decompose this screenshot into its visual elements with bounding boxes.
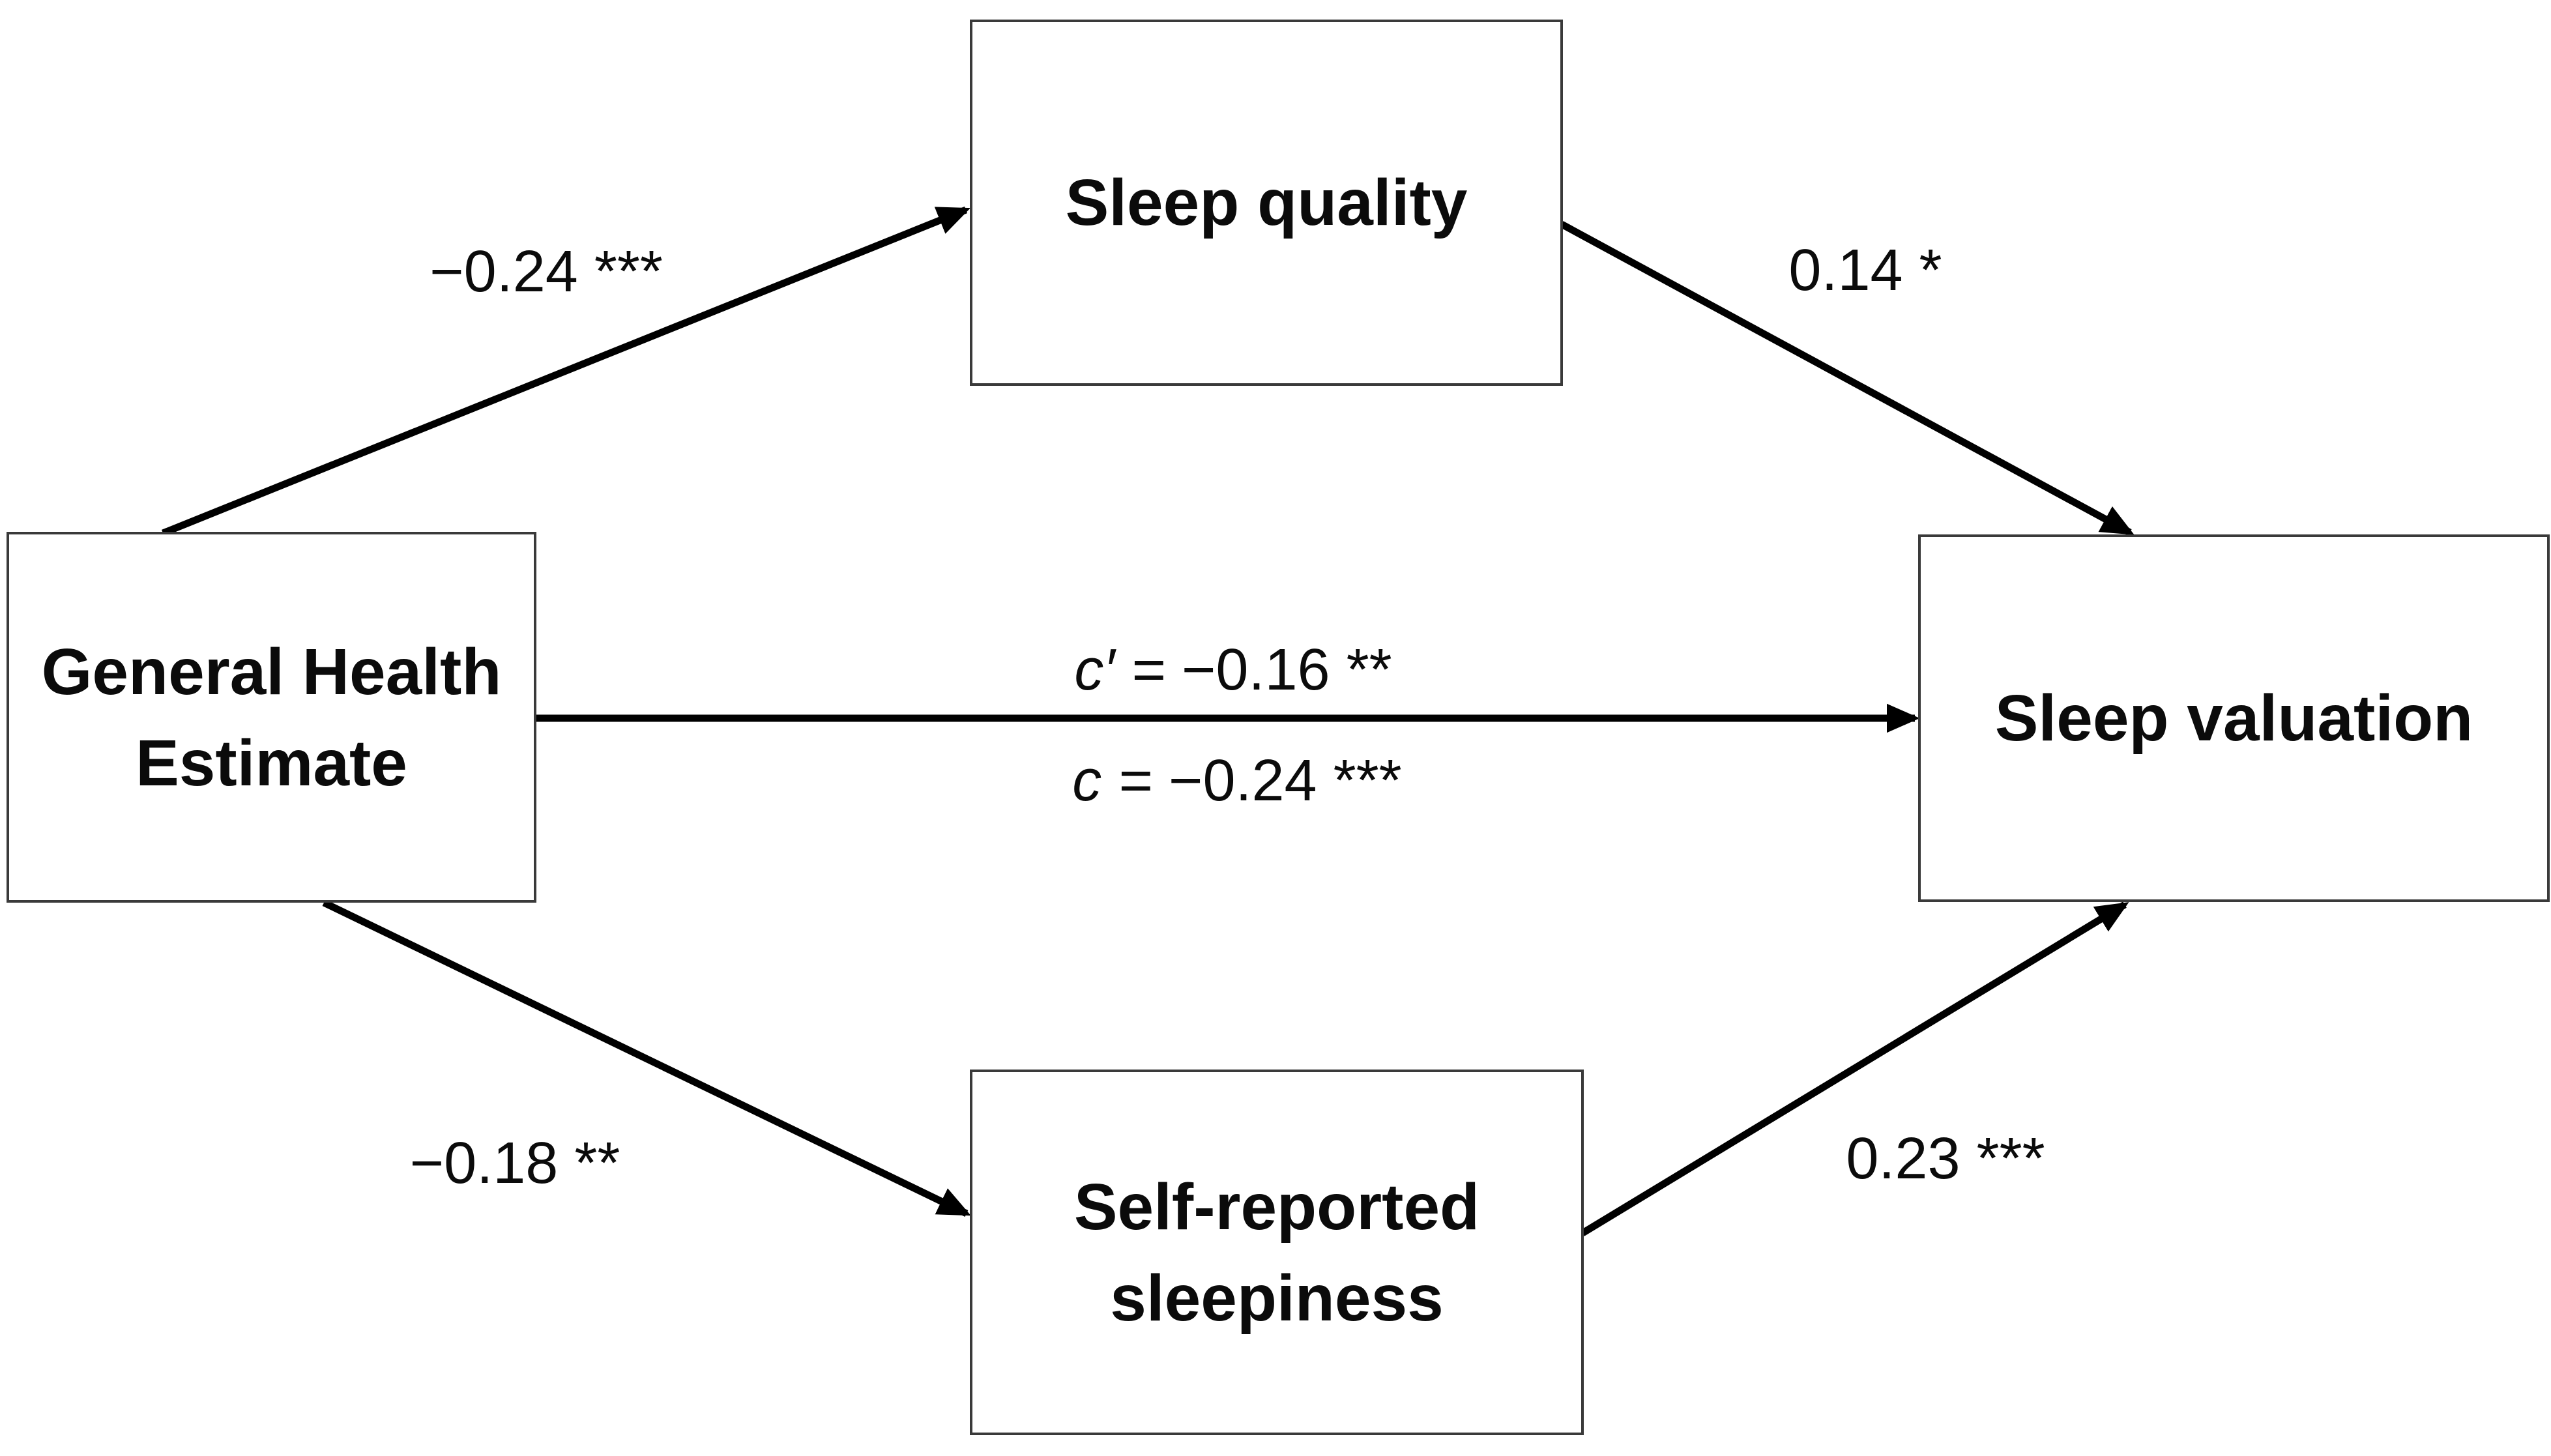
arrow-predictor-to-sleep-quality — [161, 206, 971, 537]
coefficient-sleepiness-to-sleep-valuation: 0.23 *** — [1846, 1126, 2045, 1191]
total-effect-value: −0.24 *** — [1152, 748, 1402, 813]
node-sleep-quality: Sleep quality — [970, 20, 1563, 386]
coefficient-total-effect: c = −0.24 *** — [1072, 748, 1401, 813]
node-sleep-valuation: Sleep valuation — [1918, 534, 2550, 902]
arrow-predictor-to-sleepiness — [322, 899, 971, 1217]
general-health-estimate-box — [7, 532, 536, 903]
arrow-sleepiness-to-sleep-valuation — [1581, 901, 2129, 1236]
self-reported-sleepiness-box — [970, 1070, 1584, 1435]
node-general-health-estimate: General Health Estimate — [7, 532, 536, 903]
arrow-sleep-quality-to-sleep-valuation — [1560, 221, 2135, 536]
coefficient-predictor-to-sleepiness: −0.18 ** — [410, 1131, 620, 1196]
sleep-quality-label: Sleep quality — [1065, 166, 1468, 239]
general-health-estimate-label: General Health Estimate — [41, 635, 502, 800]
direct-effect-symbol: c′ = — [1074, 637, 1165, 703]
self-reported-sleepiness-label: Self-reported sleepiness — [1073, 1170, 1480, 1335]
sleep-valuation-box — [1918, 534, 2550, 902]
sleep-quality-box — [970, 20, 1563, 386]
node-self-reported-sleepiness: Self-reported sleepiness — [970, 1070, 1584, 1435]
coefficient-sleep-quality-to-sleep-valuation: 0.14 * — [1788, 238, 1942, 303]
sleep-valuation-label: Sleep valuation — [1994, 682, 2473, 755]
total-effect-symbol: c = — [1072, 748, 1152, 813]
coefficient-direct-effect: c′ = −0.16 ** — [1074, 637, 1392, 703]
direct-effect-value: −0.16 ** — [1165, 637, 1392, 703]
coefficient-predictor-to-sleep-quality: −0.24 *** — [430, 239, 663, 304]
